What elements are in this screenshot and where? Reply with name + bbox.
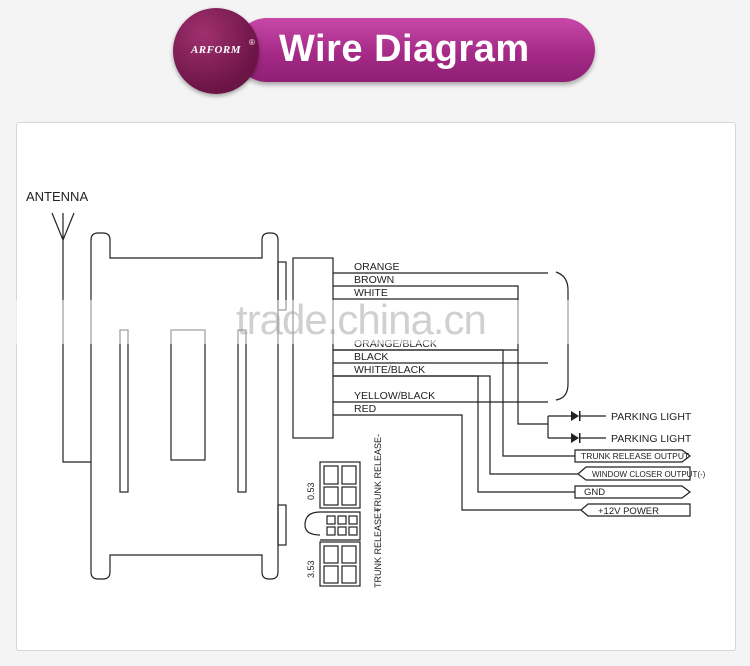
wire-label-brown: BROWN (354, 274, 394, 286)
wire-label-white: WHITE (354, 287, 388, 299)
output-label-gnd: GND (584, 487, 605, 498)
output-label-trunk-release: TRUNK RELEASE OUTPUT (581, 451, 689, 461)
gnd-arrow (574, 485, 691, 499)
brand-logo: ARFORM ® (173, 8, 259, 94)
connector-label-353: 3.53 (306, 560, 316, 578)
antenna-label: ANTENNA (26, 189, 88, 204)
control-unit (90, 232, 279, 580)
wire-label-orange: ORANGE (354, 261, 400, 273)
watermark-band (16, 300, 734, 344)
wire-label-red: RED (354, 403, 377, 415)
harness-connector (292, 257, 334, 439)
connector-label-trunk-release-minus: TRUNK RELEASE- (373, 434, 383, 512)
output-label-parking-light: PARKING LIGHT (611, 433, 692, 445)
wire-label-black: BLACK (354, 351, 388, 363)
page-title: Wire Diagram (279, 28, 530, 70)
brand-name: ARFORM (190, 44, 242, 56)
trunk-release-output-arrow (574, 449, 691, 463)
output-label-12v-power: +12V POWER (598, 506, 659, 517)
registered-mark: ® (249, 38, 255, 47)
wire-label-white-black: WHITE/BLACK (354, 364, 425, 376)
power-12v-arrow (580, 503, 691, 517)
antenna-icon (51, 212, 91, 463)
wire-label-yellow-black: YELLOW/BLACK (354, 390, 435, 402)
diode-icon (571, 433, 579, 443)
diode-icon (571, 411, 579, 421)
connector-label-trunk-release-plus: TRUNK RELEASE+ (373, 508, 383, 588)
window-closer-output-arrow (577, 466, 691, 481)
watermark: trade.china.cn (236, 296, 487, 343)
connector-label-053: 0.53 (306, 482, 316, 500)
output-label-parking-light: PARKING LIGHT (611, 411, 692, 423)
diagram-panel (16, 122, 736, 651)
title-banner: Wire Diagram (235, 18, 595, 82)
output-label-window-closer: WINDOW CLOSER OUTPUT(-) (592, 470, 706, 479)
header-banner: Wire Diagram ARFORM ® (0, 0, 750, 105)
